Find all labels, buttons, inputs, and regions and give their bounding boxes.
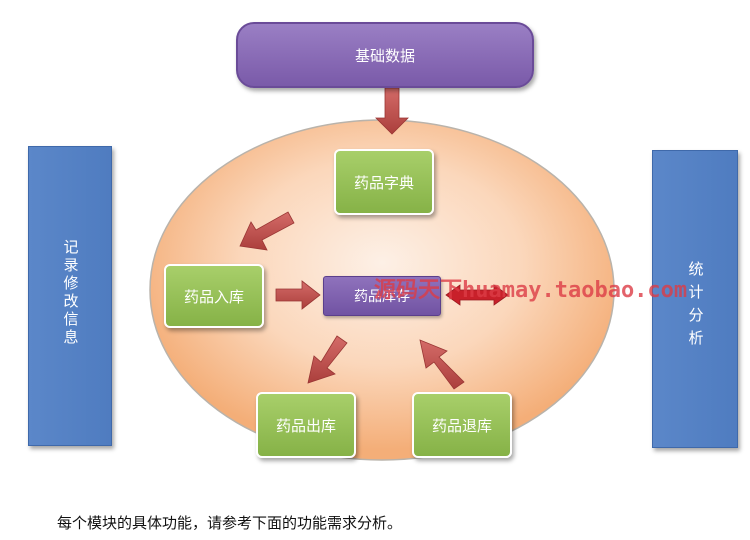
side-statistics-label: 统计分析	[686, 261, 705, 353]
node-drug-inbound-label: 药品入库	[183, 287, 244, 306]
watermark-text: 源码天下huamay.taobao.com	[374, 278, 688, 303]
node-drug-inbound[interactable]: 药品入库	[164, 264, 264, 328]
node-drug-outbound-label: 药品出库	[275, 416, 336, 435]
arrow-basic-to-dictionary	[375, 87, 409, 135]
node-drug-outbound[interactable]: 药品出库	[256, 392, 356, 458]
arrow-dictionary-to-inbound	[239, 211, 295, 251]
arrow-return-to-inventory	[419, 339, 465, 390]
node-basic-data[interactable]: 基础数据	[236, 22, 534, 88]
node-drug-dictionary[interactable]: 药品字典	[334, 149, 434, 215]
arrow-inventory-to-statistics	[445, 284, 509, 306]
node-drug-inventory-label: 药品库存	[354, 289, 410, 305]
caption-text: 每个模块的具体功能，请参考下面的功能需求分析。	[57, 514, 403, 532]
node-basic-data-label: 基础数据	[354, 46, 415, 65]
node-drug-return[interactable]: 药品退库	[412, 392, 512, 458]
node-drug-return-label: 药品退库	[431, 416, 492, 435]
side-record-modify[interactable]: 记录修改信息	[28, 146, 112, 446]
node-drug-dictionary-label: 药品字典	[353, 173, 414, 192]
side-statistics[interactable]: 统计分析	[652, 150, 738, 448]
side-record-modify-label: 记录修改信息	[61, 239, 80, 347]
node-drug-inventory[interactable]: 药品库存	[323, 276, 441, 316]
arrow-inventory-to-outbound	[307, 335, 348, 384]
arrow-inbound-to-inventory	[275, 280, 321, 310]
